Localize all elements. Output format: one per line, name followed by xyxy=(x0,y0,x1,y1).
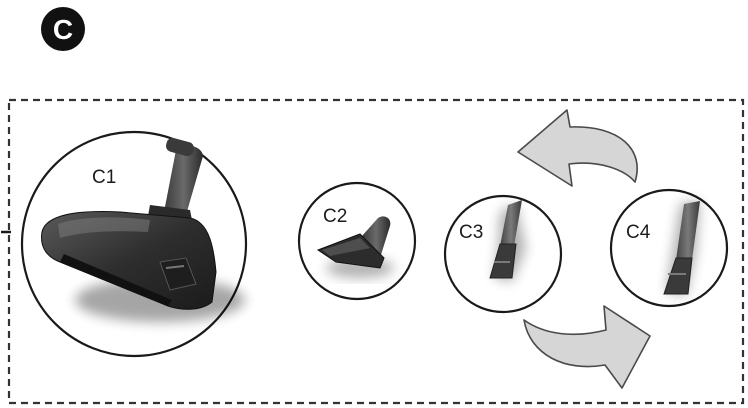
part-c2: C2 xyxy=(297,181,417,301)
part-c4-label: C4 xyxy=(626,222,651,243)
badge-letter: C xyxy=(53,14,73,45)
part-c1-label: C1 xyxy=(92,167,116,188)
arrow-c4-to-c3 xyxy=(517,109,638,187)
part-c1: C1 xyxy=(20,130,248,358)
part-c3-label: C3 xyxy=(459,222,483,243)
floor-brush-icon xyxy=(41,137,245,322)
crevice-tool-closed-icon xyxy=(489,200,526,282)
dashed-frame xyxy=(7,98,745,405)
part-c3: C3 xyxy=(443,194,563,314)
part-c2-label: C2 xyxy=(323,206,347,227)
upholstery-nozzle-icon xyxy=(316,216,394,278)
part-c4: C4 xyxy=(609,188,729,308)
arrow-c3-to-c4 xyxy=(523,305,651,389)
crevice-tool-open-icon xyxy=(663,200,700,296)
section-badge: C xyxy=(41,7,85,51)
badge-circle xyxy=(41,7,85,51)
